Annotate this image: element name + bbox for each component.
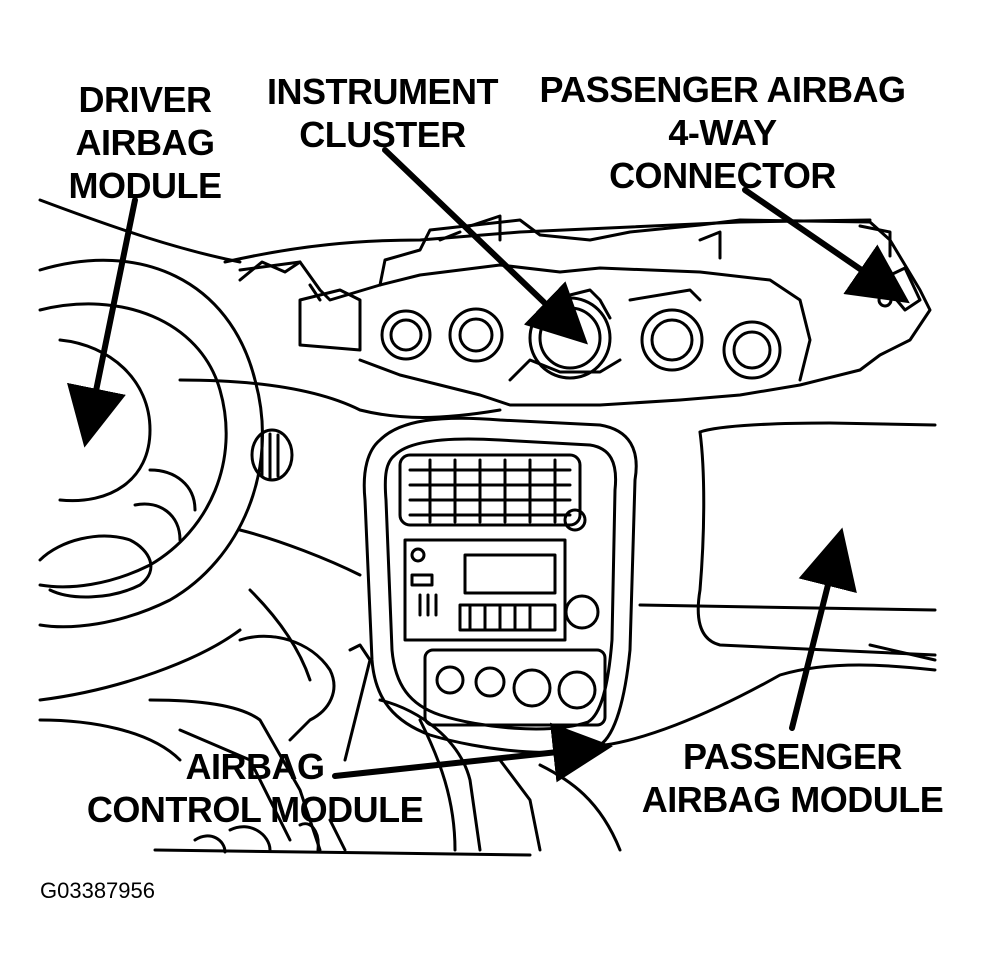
passenger-airbag-module-label: PASSENGER AIRBAG MODULE — [641, 736, 944, 820]
dash-top-edge — [223, 218, 872, 264]
driver-airbag-module-label: DRIVER AIRBAG MODULE — [68, 79, 223, 206]
instrument-cluster-label: INSTRUMENT CLUSTER — [267, 71, 499, 155]
windshield-edge — [38, 198, 242, 264]
arrow-passenger-connector — [742, 187, 910, 304]
passenger-dash — [603, 421, 937, 747]
center-stack — [362, 416, 638, 754]
airbag-control-module-label: AIRBAG CONTROL MODULE — [86, 746, 424, 830]
figure-code: G03387956 — [40, 878, 155, 903]
arrow-driver-airbag — [67, 197, 138, 448]
left-air-vent — [250, 428, 294, 482]
arrow-instrument-cluster — [382, 147, 588, 345]
dash-lower-edge — [178, 378, 502, 419]
lower-console — [38, 588, 622, 857]
passenger-airbag-connector-label: PASSENGER AIRBAG 4-WAY CONNECTOR — [539, 69, 906, 196]
steering-wheel — [38, 258, 264, 629]
arrow-passenger-airbag-module — [789, 527, 857, 731]
arrow-airbag-control-module — [332, 722, 613, 783]
